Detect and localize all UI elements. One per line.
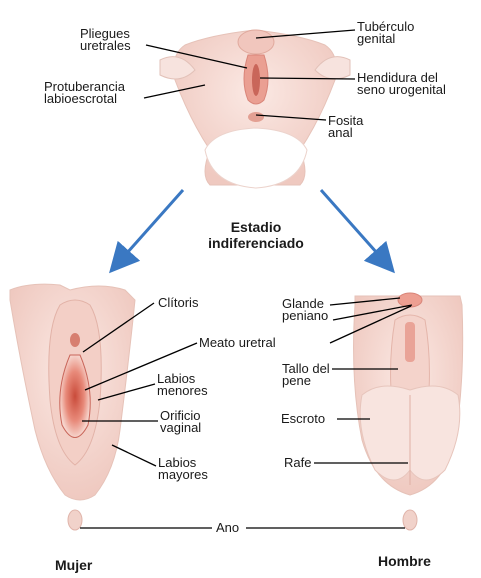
arrow-to-male: [321, 190, 385, 262]
label-stage-female: Mujer: [55, 557, 92, 573]
female-figure: [10, 284, 135, 530]
label-protuberancia-labioescrotal: Protuberancia labioescrotal: [44, 81, 125, 105]
label-fosita-anal: Fosita anal: [328, 115, 363, 139]
label-rafe: Rafe: [284, 457, 311, 469]
label-orificio-vaginal: Orificio vaginal: [160, 410, 201, 434]
label-labios-mayores: Labios mayores: [158, 457, 208, 481]
indifferent-stage-figure: [160, 30, 350, 188]
label-tallo-pene: Tallo del pene: [282, 363, 330, 387]
label-labios-menores: Labios menores: [157, 373, 208, 397]
male-figure: [354, 293, 463, 530]
leader-labios-mayores: [112, 445, 156, 466]
label-ano: Ano: [216, 522, 239, 534]
label-escroto: Escroto: [281, 413, 325, 425]
arrow-to-female: [119, 190, 183, 262]
label-clitoris: Clítoris: [158, 297, 198, 309]
label-meato-uretral: Meato uretral: [199, 337, 276, 349]
label-stage-indifferent: Estadio indiferenciado: [186, 219, 326, 251]
label-hendidura-seno: Hendidura del seno urogenital: [357, 72, 446, 96]
label-stage-male: Hombre: [378, 553, 431, 569]
label-pliegues-uretrales: Pliegues uretrales: [80, 28, 131, 52]
label-tuberculo-genital: Tubérculo genital: [357, 21, 414, 45]
label-glande-peniano: Glande peniano: [282, 298, 328, 322]
